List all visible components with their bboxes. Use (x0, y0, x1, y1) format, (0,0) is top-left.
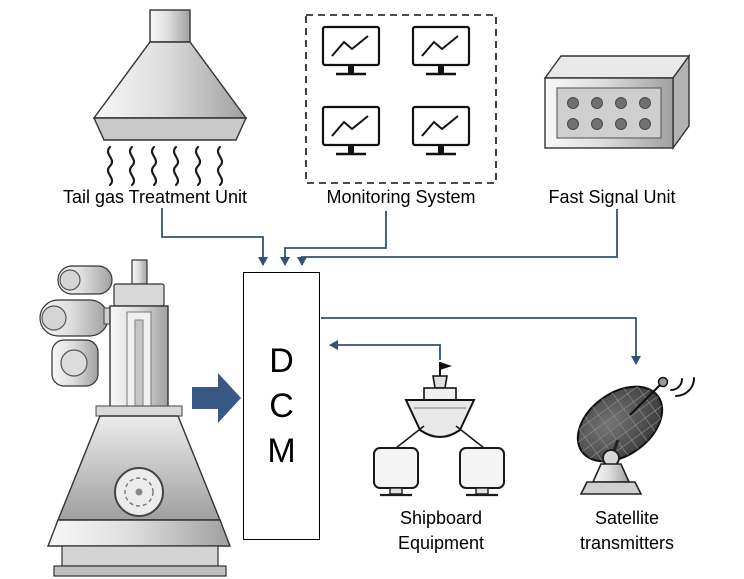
dish-grid (570, 377, 670, 471)
connector-ship-dcm (329, 340, 441, 360)
monitor-icon (411, 25, 471, 76)
connector-fastsignal-dcm (297, 209, 618, 266)
connector-tailgas-dcm (161, 208, 268, 266)
ship-icon (404, 362, 476, 438)
box-top-face (543, 55, 691, 79)
label-line: Equipment (397, 533, 485, 553)
exhaust-hood-icon (92, 9, 248, 187)
label-line: transmitters (579, 533, 675, 553)
label-fast-signal-unit: Fast Signal Unit (548, 187, 676, 207)
ship-funnel (432, 375, 448, 389)
label-tail-gas-treatment-unit: Tail gas Treatment Unit (62, 187, 248, 207)
hood-flare (92, 41, 248, 119)
feed-horn (657, 376, 669, 388)
connector-monitoring-dcm (280, 211, 387, 266)
console-icon (459, 447, 505, 497)
signal-unit-box-icon (543, 53, 691, 151)
label-line: Satellite (594, 508, 660, 528)
connector-dcm-satellite (321, 317, 641, 365)
engine-to-dcm-arrow (192, 373, 241, 423)
cylinder-head (113, 283, 165, 307)
marine-engine-icon (39, 259, 232, 577)
fume-squiggles (106, 145, 224, 187)
monitor-icon (411, 105, 471, 156)
dcm-letter: M (267, 431, 296, 470)
label-shipboard-equipment: Shipboard Equipment (371, 506, 511, 556)
ship-bridge (423, 387, 457, 401)
exhaust-stub (131, 259, 148, 285)
monitor-icon (321, 25, 381, 76)
ship-flag (440, 362, 452, 370)
label-line: Shipboard (399, 508, 483, 528)
frame-ledge (95, 405, 183, 417)
satellite-dish-icon (570, 376, 695, 495)
signal-waves-icon (670, 377, 695, 397)
dcm-letter: D (269, 341, 294, 380)
hood-chimney (149, 9, 191, 43)
console-icon (373, 447, 419, 497)
dish-base (579, 481, 643, 495)
engine-foot (53, 565, 227, 577)
port-panel (556, 87, 662, 139)
dcm-letter: C (269, 386, 294, 425)
engine-base (61, 545, 219, 567)
monitor-grid-icon (305, 14, 497, 184)
bedplate (46, 519, 232, 547)
shipboard-equipment-icon (373, 425, 505, 497)
dish-pedestal (591, 463, 631, 483)
label-satellite-transmitters: Satellite transmitters (552, 506, 702, 556)
monitor-icon (321, 105, 381, 156)
feed-arm (629, 383, 662, 416)
port-holes (567, 97, 651, 130)
hood-skirt (92, 117, 248, 141)
dcm-module-box: D C M (243, 272, 320, 540)
connectors (161, 208, 641, 365)
label-monitoring-system: Monitoring System (326, 187, 476, 207)
